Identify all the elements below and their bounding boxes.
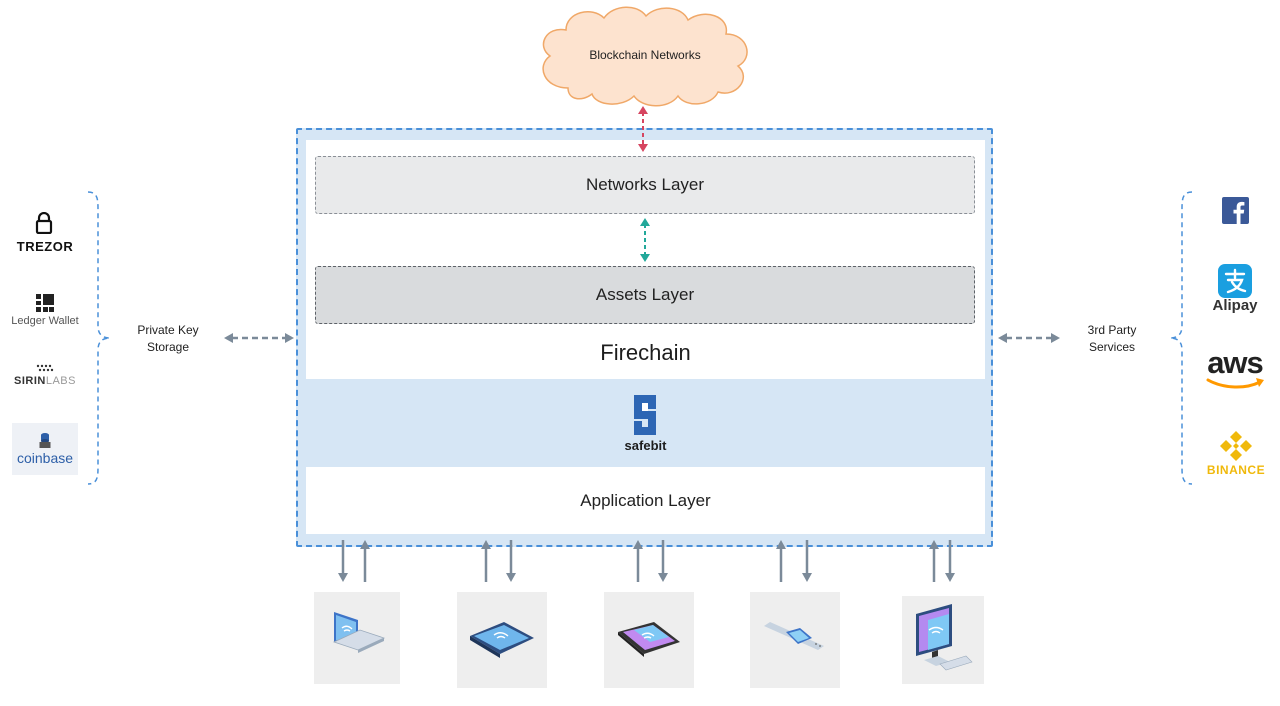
labs-text: LABS — [45, 375, 76, 387]
third-party-services-label: 3rd Party Services — [1072, 322, 1152, 356]
sirin-icon — [36, 364, 54, 372]
private-key-label-line1: Private Key — [137, 323, 199, 337]
binance-brand: BINANCE — [1206, 463, 1266, 477]
safebit-logo-text: safebit — [624, 438, 667, 453]
left-storage-arrow — [224, 333, 294, 343]
assets-layer-label: Assets Layer — [595, 285, 695, 304]
cloud-label: Blockchain Networks — [589, 48, 701, 62]
private-key-label-line2: Storage — [146, 340, 190, 354]
coinbase-icon — [39, 433, 51, 448]
firechain-title: Firechain — [600, 340, 691, 365]
binance-icon — [1220, 431, 1252, 461]
aws-smile-icon — [1206, 378, 1264, 389]
coinbase-box — [12, 423, 78, 475]
right-brace — [1169, 191, 1193, 485]
aws-icon: aws — [1207, 345, 1264, 380]
laptop-icon — [332, 612, 386, 653]
facebook-icon — [1222, 197, 1249, 224]
padlock-icon — [35, 212, 53, 234]
alipay-icon — [1218, 264, 1252, 298]
third-party-label-line2: Services — [1088, 340, 1135, 354]
desktop-icon — [916, 604, 973, 671]
networks-layer-label: Networks Layer — [585, 175, 705, 194]
private-key-storage-label: Private Key Storage — [128, 322, 208, 356]
device-arrows — [338, 540, 955, 582]
smartphone-icon — [618, 622, 680, 657]
ledger-wallet-brand: Ledger Wallet — [11, 315, 79, 327]
safebit-logo-icon — [634, 395, 656, 435]
assets-arrow — [640, 218, 650, 262]
left-brace — [87, 191, 111, 485]
smartwatch-icon — [764, 622, 824, 650]
assets-layer: Assets Layer — [315, 266, 975, 324]
coinbase-brand: coinbase — [16, 450, 74, 466]
tablet-icon — [470, 622, 534, 658]
networks-layer: Networks Layer — [315, 156, 975, 214]
sirin-labs-brand: SIRINLABS — [5, 375, 85, 387]
sirin-text: SIRIN — [14, 375, 46, 387]
right-services-arrow — [998, 333, 1060, 343]
ledger-icon — [36, 294, 54, 312]
trezor-brand: TREZOR — [16, 239, 74, 254]
third-party-label-line1: 3rd Party — [1087, 323, 1137, 337]
blockchain-cloud — [542, 6, 748, 107]
network-arrow — [638, 106, 648, 152]
alipay-brand: Alipay — [1212, 297, 1258, 314]
application-layer: Application Layer — [306, 467, 985, 534]
application-layer-label: Application Layer — [580, 490, 711, 510]
